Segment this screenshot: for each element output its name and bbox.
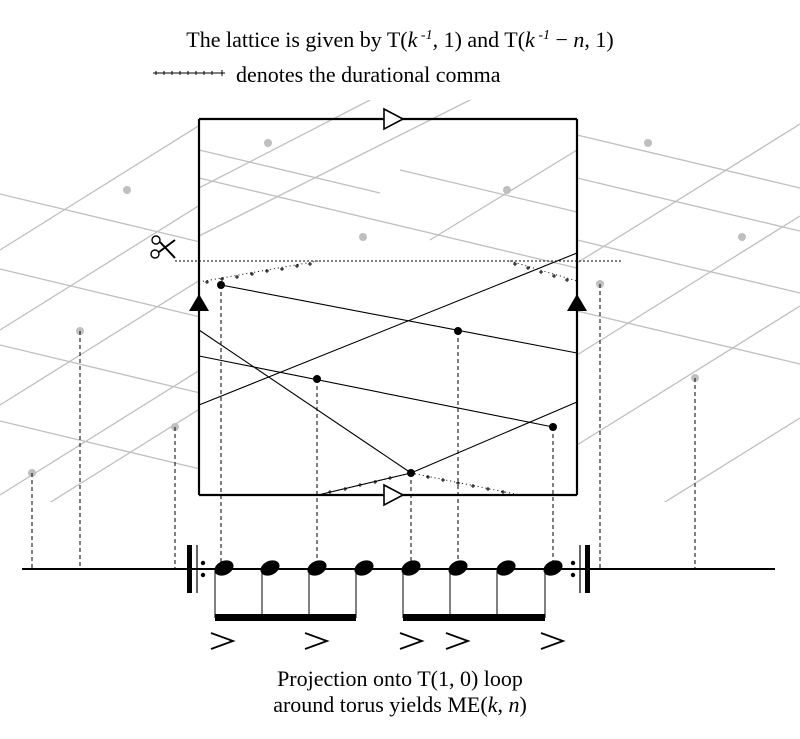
note-stems: [214, 571, 546, 618]
lattice-caption: The lattice is given by T(k -1, 1) and T…: [0, 27, 800, 57]
projection-lines: [31, 284, 696, 568]
note-3: [307, 560, 327, 576]
bottom-edge-arrow: [383, 483, 405, 507]
note-heads: [214, 560, 563, 576]
note-4: [354, 560, 374, 576]
interior-lines: [198, 252, 578, 496]
torus-square: [197, 117, 579, 497]
projection-caption-k: k: [487, 692, 498, 717]
accent-marks: [210, 632, 566, 650]
projection-caption-post: ): [519, 692, 527, 717]
repeat-end-barline: [570, 545, 590, 593]
interior-points: [217, 281, 557, 477]
accent-1: [210, 632, 236, 650]
comma-plus-marks: [205, 262, 569, 494]
legend-comma-swatch: [153, 70, 225, 76]
projection-caption-n: n: [508, 692, 520, 717]
durational-comma-segments: [198, 260, 578, 496]
legend-caption: denotes the durational comma: [236, 62, 501, 87]
caption-exp1: -1: [417, 28, 433, 43]
lattice-lines-top: [199, 100, 577, 269]
scissors-icon: [150, 235, 176, 259]
caption-minus: −: [549, 27, 574, 52]
note-5: [401, 560, 421, 576]
caption-exp2: -1: [534, 28, 550, 43]
accent-5: [540, 632, 566, 650]
projection-caption-line2: around torus yields ME(k, n): [0, 692, 800, 718]
caption-text-post: , 1): [584, 27, 614, 52]
caption-n: n: [573, 27, 585, 52]
top-edge-arrow: [383, 107, 405, 131]
beam-1: [215, 614, 356, 621]
lattice-lines-right: [577, 123, 800, 502]
projection-caption: Projection onto T(1, 0) loop around toru…: [0, 666, 800, 718]
caption-k2: k: [525, 27, 535, 52]
accent-2: [304, 632, 330, 650]
edge-arrows: [189, 107, 587, 507]
accent-4: [445, 632, 471, 650]
projection-caption-pre: around torus yields ME(: [273, 692, 488, 717]
beams: [215, 614, 545, 621]
caption-text-pre: The lattice is given by T(: [186, 27, 408, 52]
note-8: [543, 560, 563, 576]
accent-3: [399, 632, 425, 650]
projection-caption-line1: Projection onto T(1, 0) loop: [277, 666, 523, 691]
right-edge-arrow: [567, 294, 587, 311]
left-edge-arrow: [189, 294, 209, 311]
lattice-points: [28, 139, 746, 477]
repeat-start-barline: [187, 545, 206, 593]
note-2: [260, 560, 280, 576]
note-7: [496, 560, 516, 576]
caption-k1: k: [407, 27, 418, 52]
lattice-lines-left: [0, 124, 199, 502]
beam-2: [403, 614, 545, 621]
note-6: [448, 560, 468, 576]
note-1: [214, 560, 234, 576]
projection-caption-sep: ,: [497, 692, 509, 717]
caption-text-mid: , 1) and T(: [432, 27, 526, 52]
